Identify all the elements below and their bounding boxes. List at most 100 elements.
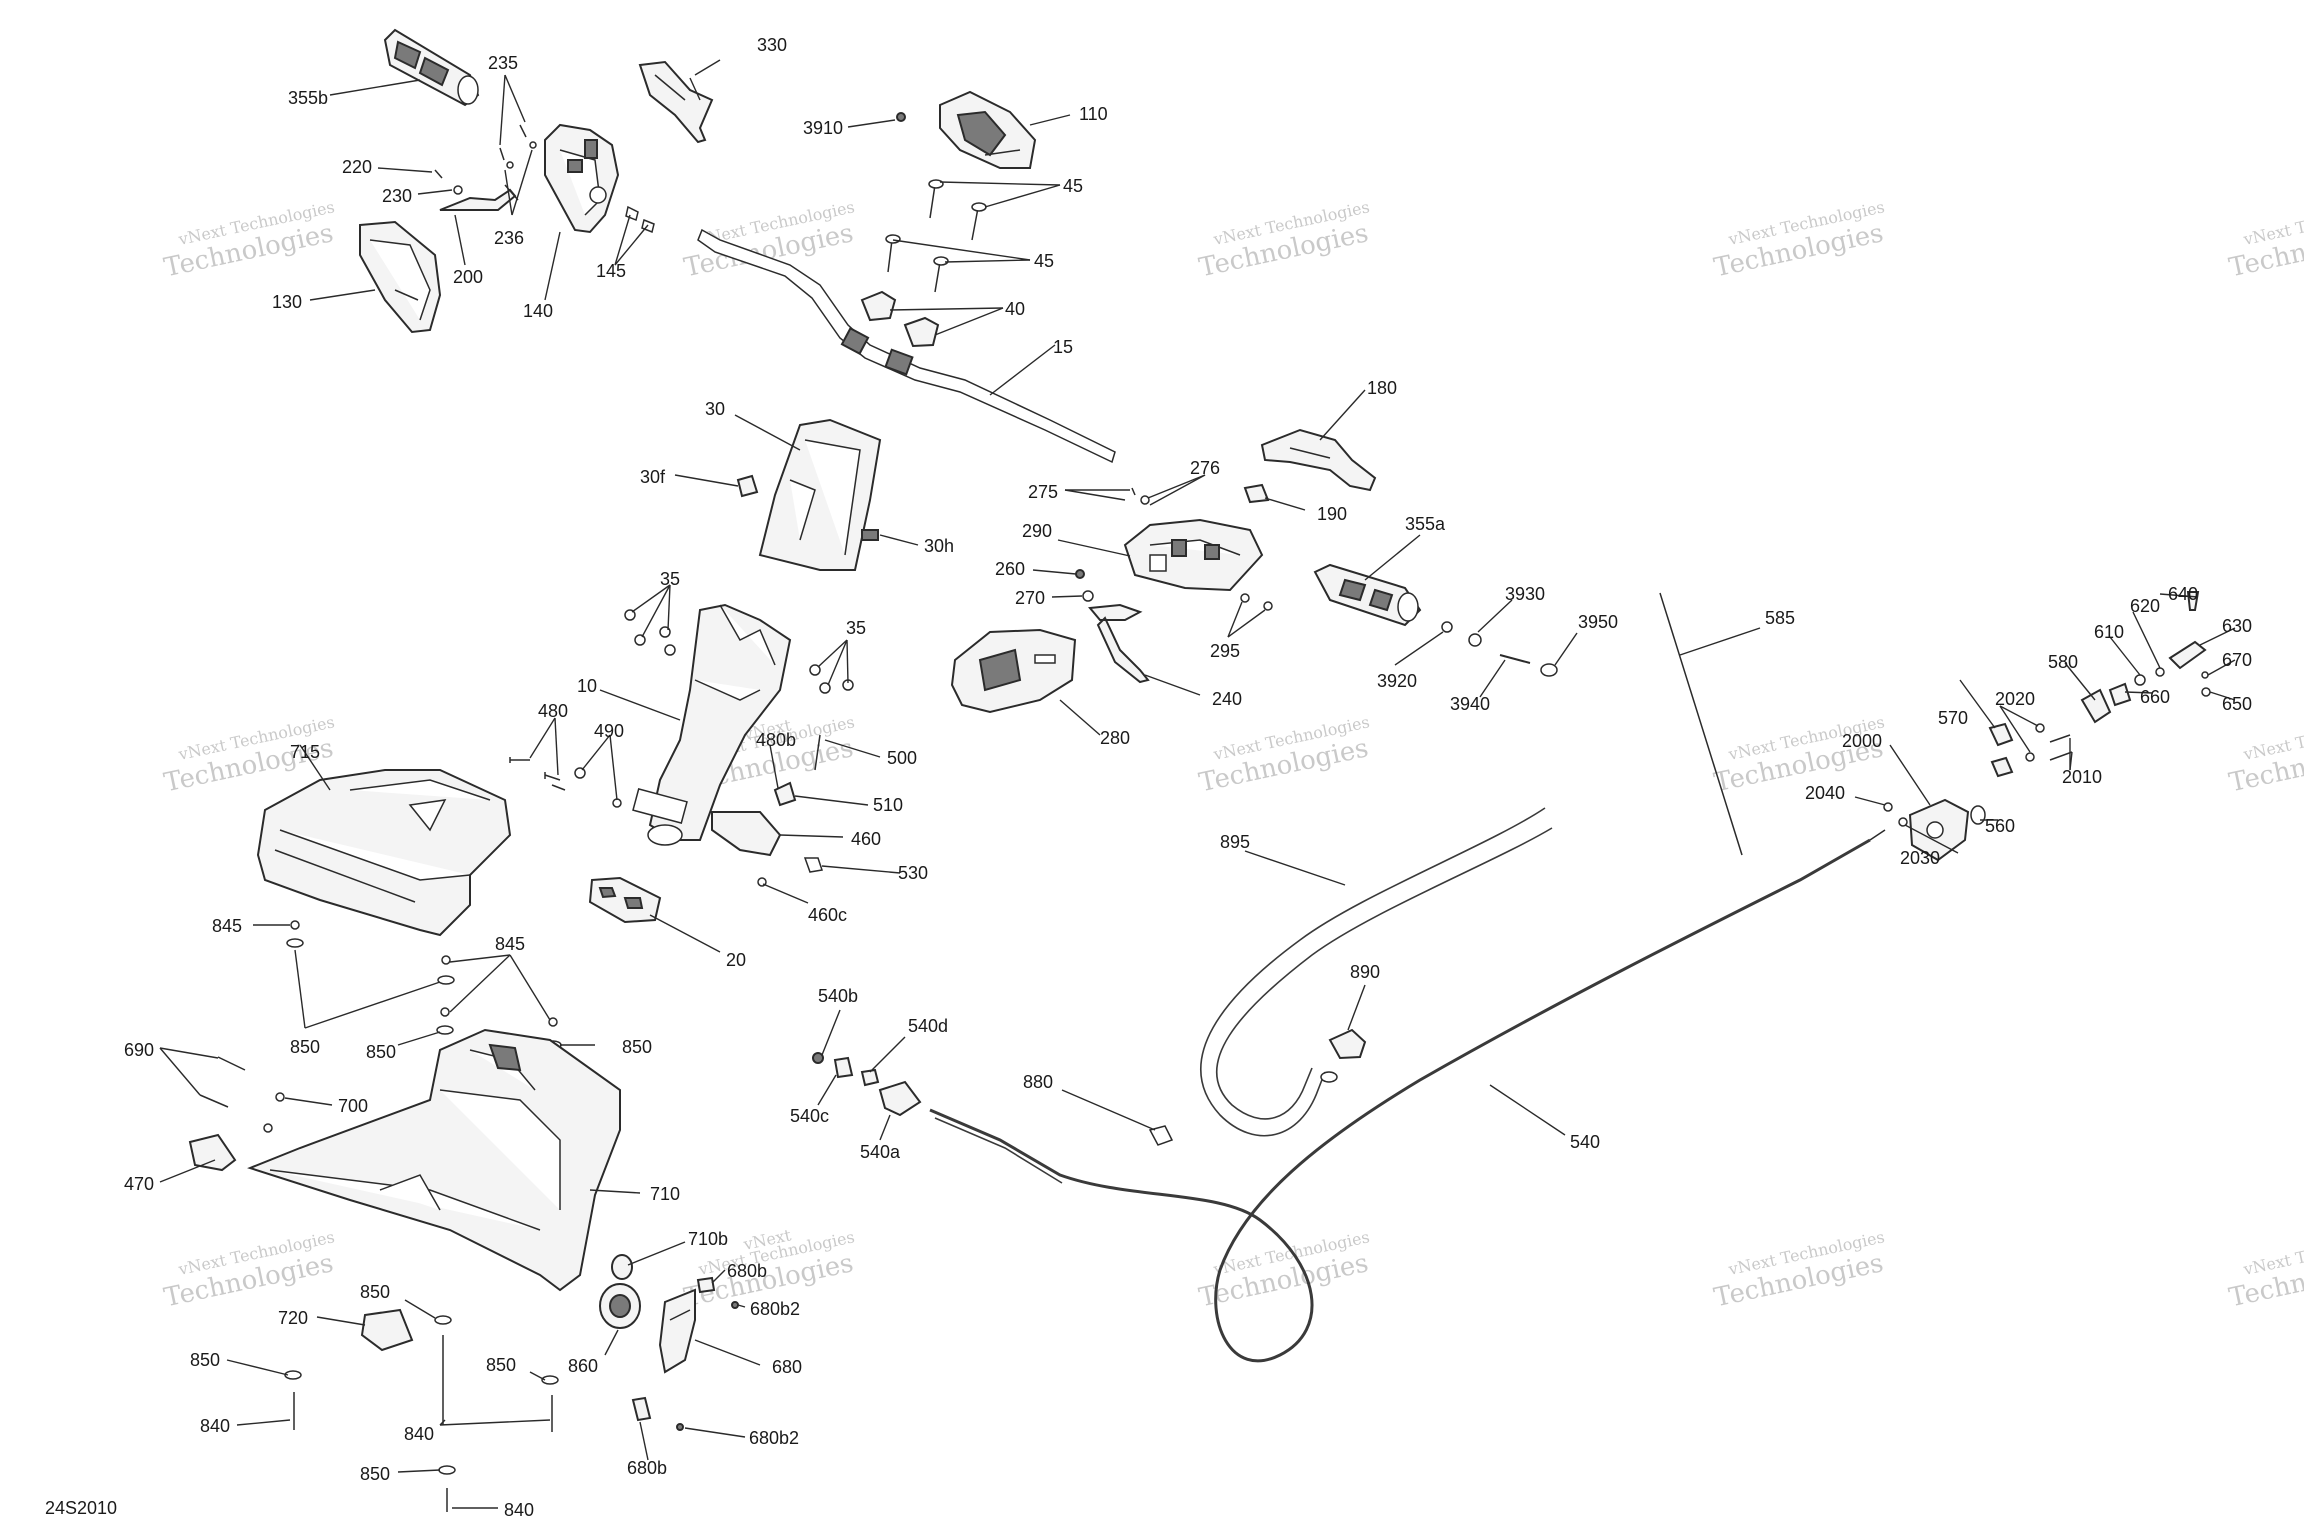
- handlebar-cover-110: [939, 90, 1037, 169]
- part-label: 295: [1210, 641, 1240, 661]
- collar-20: [588, 876, 662, 924]
- clamp-880: [1148, 1125, 1174, 1146]
- screw-2040: [1883, 802, 1893, 812]
- throttle-housing-280: [950, 628, 1077, 714]
- part-label: 850: [360, 1464, 390, 1484]
- tube-895: [1200, 807, 1553, 1137]
- screw-276: [1140, 495, 1150, 505]
- part-label: 890: [1350, 962, 1380, 982]
- part-label: 720: [278, 1308, 308, 1328]
- rod-585: [1659, 592, 1743, 856]
- part-label: 840: [504, 1500, 534, 1520]
- part-label: 680b: [727, 1261, 767, 1281]
- screw-220: [434, 169, 463, 195]
- steering-cover-30: [758, 418, 882, 571]
- assembly-2000: [1908, 798, 1986, 862]
- part-label: 620: [2130, 596, 2160, 616]
- part-label: 2020: [1995, 689, 2035, 709]
- part-label: 540a: [860, 1142, 901, 1162]
- part-label: 690: [124, 1040, 154, 1060]
- lower-console-710: [247, 1028, 621, 1292]
- part-label: 680b2: [749, 1428, 799, 1448]
- left-grip: [383, 28, 480, 107]
- part-label: 2030: [1900, 848, 1940, 868]
- bolt-3940: [1499, 654, 1531, 664]
- part-label: 145: [596, 261, 626, 281]
- part-label: 850: [190, 1350, 220, 1370]
- part-label: 280: [1100, 728, 1130, 748]
- screws-235: [499, 124, 537, 169]
- part-label: 2040: [1805, 783, 1845, 803]
- part-label: 470: [124, 1174, 154, 1194]
- part-label: 15: [1053, 337, 1073, 357]
- screws-145: [625, 205, 655, 234]
- part-label: 610: [2094, 622, 2124, 642]
- lever-200: [439, 184, 519, 211]
- clip-680b-top: [696, 1276, 716, 1294]
- washer-270: [1082, 590, 1094, 602]
- clip-30f: [736, 474, 759, 498]
- screw-680b2-top: [731, 1301, 739, 1309]
- part-label: 35: [846, 618, 866, 638]
- part-label: 860: [568, 1356, 598, 1376]
- part-label: 460: [851, 829, 881, 849]
- part-label: 490: [594, 721, 624, 741]
- spring-580: [2080, 688, 2112, 724]
- screws-35: [624, 609, 854, 694]
- screw-680b2-bottom: [676, 1423, 684, 1431]
- part-label: 3950: [1578, 612, 1618, 632]
- right-handguard-180: [1260, 428, 1377, 492]
- part-label: 530: [898, 863, 928, 883]
- part-label: 570: [1938, 708, 1968, 728]
- part-label: 840: [200, 1416, 230, 1436]
- part-label: 500: [887, 748, 917, 768]
- switch-cover-330: [638, 60, 714, 144]
- fitting-630: [2168, 640, 2207, 670]
- part-label: 560: [1985, 816, 2015, 836]
- part-label: 540d: [908, 1016, 948, 1036]
- part-label: 260: [995, 559, 1025, 579]
- right-switch-housing-290: [1123, 518, 1264, 592]
- part-label: 540b: [818, 986, 858, 1006]
- part-label: 275: [1028, 482, 1058, 502]
- part-label: 290: [1022, 521, 1052, 541]
- part-label: 35: [660, 569, 680, 589]
- clip-190: [1243, 483, 1270, 504]
- part-label: 845: [212, 916, 242, 936]
- bracket-470: [188, 1133, 237, 1172]
- part-label: 110: [1079, 104, 1108, 124]
- handlebar-15: [697, 228, 1116, 464]
- pin-2010: [2049, 734, 2071, 743]
- part-label: 840: [404, 1424, 434, 1444]
- part-label: 30f: [640, 467, 666, 487]
- screw-275: [1131, 487, 1136, 496]
- bracket-680: [658, 1288, 696, 1374]
- part-label: 710b: [688, 1229, 728, 1249]
- part-label: 895: [1220, 832, 1250, 852]
- steering-column-10: [632, 603, 792, 846]
- screw-295: [1240, 593, 1250, 603]
- part-label: 845: [495, 934, 525, 954]
- part-label: 700: [338, 1096, 368, 1116]
- part-label: 30h: [924, 536, 954, 556]
- part-label: 40: [1005, 299, 1025, 319]
- part-label: 480b: [756, 730, 796, 750]
- screw-3910: [896, 112, 906, 122]
- part-label: 650: [2222, 694, 2252, 714]
- part-label: 190: [1317, 504, 1347, 524]
- part-labels: 355b 235 330 3910 110 220 230 236 200 14…: [124, 35, 2252, 1520]
- clip-890: [1328, 1028, 1367, 1060]
- part-label: 710: [650, 1184, 680, 1204]
- part-label: 236: [494, 228, 524, 248]
- part-label: 540c: [790, 1106, 829, 1126]
- diagram-code: 24S2010: [45, 1498, 117, 1518]
- part-label: 680: [772, 1357, 802, 1377]
- washer-650: [2201, 687, 2211, 697]
- part-label: 3940: [1450, 694, 1490, 714]
- part-label: 180: [1367, 378, 1397, 398]
- oring-2020: [2025, 752, 2035, 762]
- part-label: 140: [523, 301, 553, 321]
- washer-610: [2134, 674, 2146, 686]
- bolts-45: [885, 179, 987, 293]
- part-label: 355a: [1405, 514, 1446, 534]
